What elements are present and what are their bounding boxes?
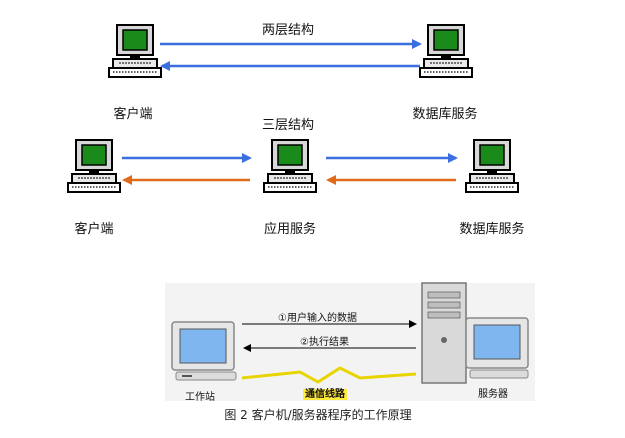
server-label: 服务器 bbox=[478, 389, 508, 400]
two-tier-client-label: 客户端 bbox=[113, 107, 153, 122]
three-tier-title: 三层结构 bbox=[261, 118, 315, 133]
workstation-illustration bbox=[171, 321, 237, 381]
three-tier-client-label: 客户端 bbox=[74, 222, 114, 237]
two-tier-title: 两层结构 bbox=[261, 23, 315, 38]
three-tier-section bbox=[67, 139, 519, 193]
database-server-computer-icon bbox=[419, 24, 473, 78]
client-computer-icon bbox=[108, 24, 162, 78]
three-tier-db-label: 数据库服务 bbox=[459, 222, 525, 237]
communication-line bbox=[241, 366, 417, 384]
user-input-label: ①用户输入的数据 bbox=[278, 313, 357, 324]
client-computer-icon bbox=[67, 139, 121, 193]
two-tier-db-label: 数据库服务 bbox=[412, 107, 478, 122]
three-tier-app-label: 应用服务 bbox=[263, 222, 317, 237]
workstation-label: 工作站 bbox=[185, 392, 215, 403]
figure-caption: 图 2 客户机/服务器程序的工作原理 bbox=[224, 408, 412, 422]
result-label: ②执行结果 bbox=[300, 337, 349, 348]
server-illustration bbox=[421, 282, 529, 384]
two-tier-section bbox=[108, 24, 473, 78]
communication-line-label: 通信线路 bbox=[303, 389, 347, 400]
app-server-computer-icon bbox=[263, 139, 317, 193]
database-server-computer-icon bbox=[465, 139, 519, 193]
